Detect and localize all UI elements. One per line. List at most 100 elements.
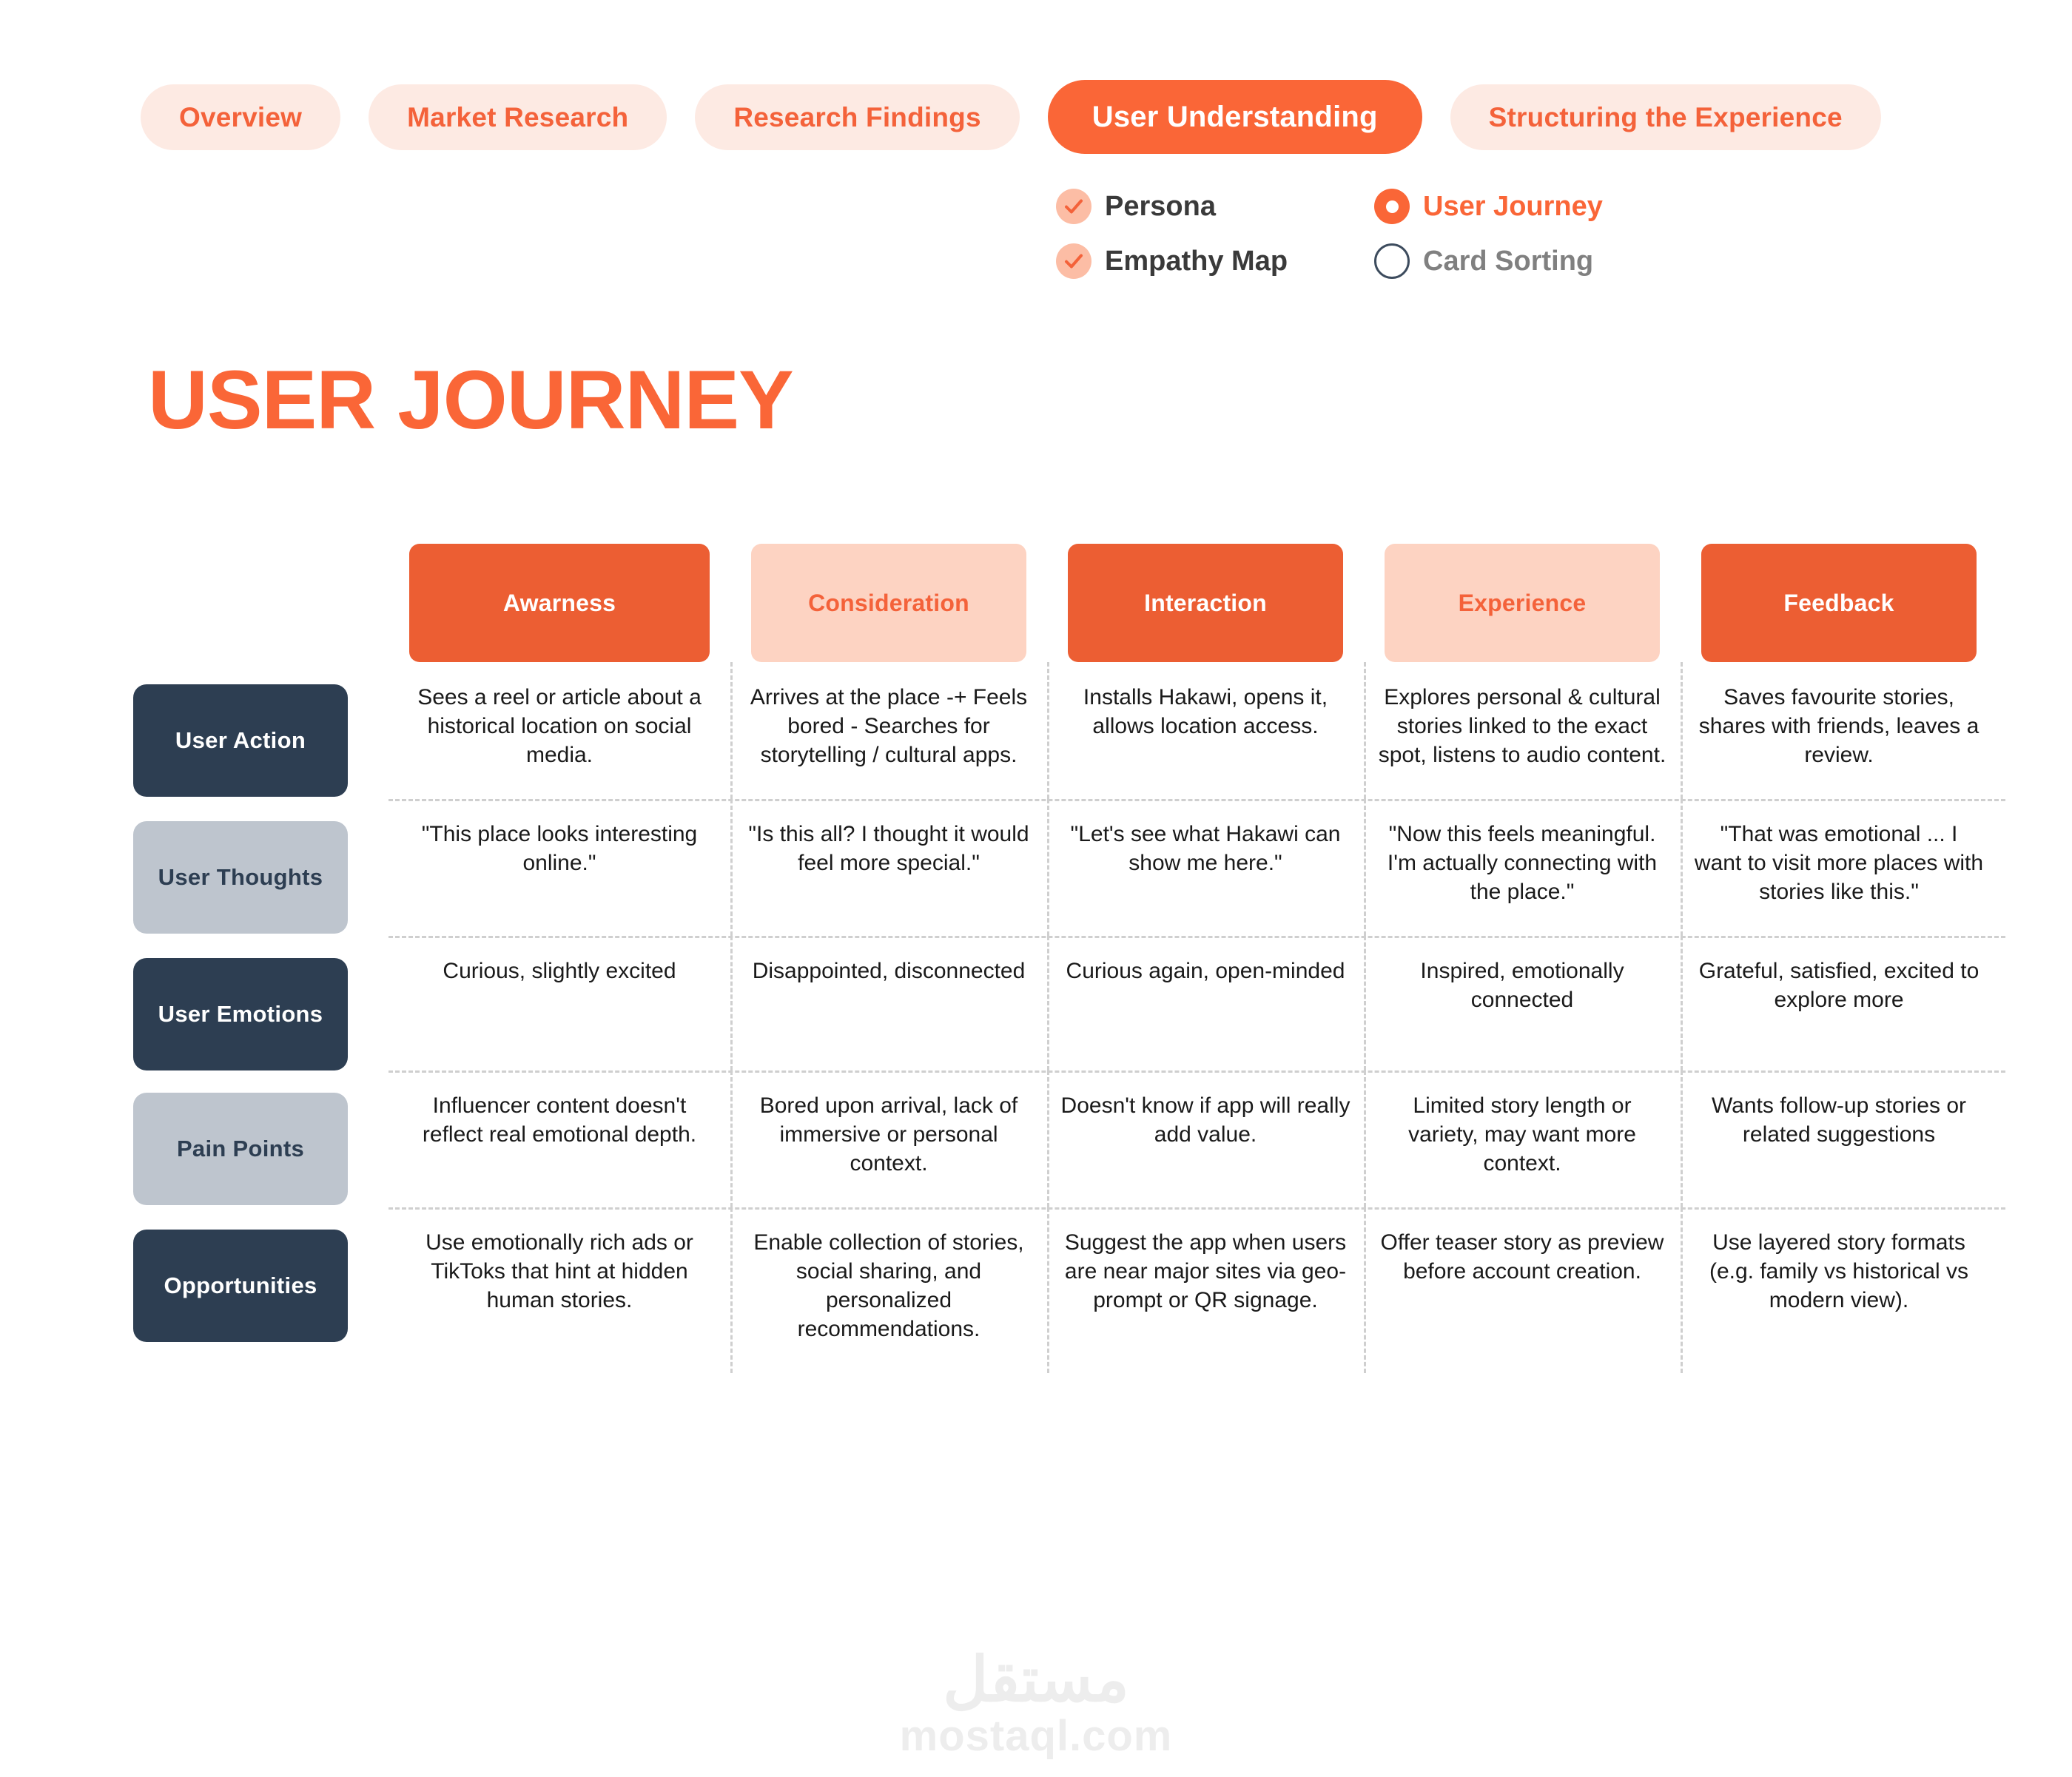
- journey-cell-text: Arrives at the place -+ Feels bored - Se…: [750, 685, 1028, 767]
- row-label-cell: Opportunities: [92, 1207, 388, 1373]
- journey-cell: Grateful, satisfied, excited to explore …: [1681, 936, 1997, 1070]
- sub-item-empathy-map[interactable]: Empathy Map: [1056, 243, 1374, 279]
- journey-cell: Wants follow-up stories or related sugge…: [1681, 1070, 1997, 1207]
- row-label-opportunities[interactable]: Opportunities: [133, 1230, 348, 1342]
- journey-cell: Disappointed, disconnected: [730, 936, 1047, 1070]
- journey-grid: Awarness Consideration Interaction Experien…: [92, 544, 2005, 1373]
- journey-cell: Bored upon arrival, lack of immersive or…: [730, 1070, 1047, 1207]
- row-label-pain-points[interactable]: Pain Points: [133, 1093, 348, 1205]
- journey-cell-text: "Is this all? I thought it would feel mo…: [748, 822, 1029, 875]
- journey-row: Opportunities Use emotionally rich ads or…: [92, 1207, 2005, 1373]
- row-label-user-thoughts[interactable]: User Thoughts: [133, 821, 348, 934]
- journey-cell-text: Sees a reel or article about a historica…: [417, 685, 702, 767]
- row-label-user-action[interactable]: User Action: [133, 684, 348, 797]
- sub-item-user-journey[interactable]: User Journey: [1374, 189, 1603, 224]
- check-circle-icon[interactable]: [1056, 189, 1092, 224]
- check-circle-icon[interactable]: [1056, 243, 1092, 279]
- nav-tab-user-understanding[interactable]: User Understanding: [1047, 80, 1422, 154]
- journey-cell-text: Doesn't know if app will really add valu…: [1060, 1093, 1350, 1147]
- journey-cell: Curious, slightly excited: [388, 936, 730, 1070]
- watermark-arabic: مستقل: [943, 1645, 1129, 1714]
- row-label-cell: Pain Points: [92, 1070, 388, 1207]
- journey-cell-text: Grateful, satisfied, excited to explore …: [1698, 959, 1980, 1012]
- journey-cell: Offer teaser story as preview before acc…: [1364, 1207, 1681, 1373]
- journey-cell-text: Inspired, emotionally connected: [1420, 959, 1624, 1012]
- journey-cell: Use emotionally rich ads or TikToks that…: [388, 1207, 730, 1373]
- column-header-awarness[interactable]: Awarness: [409, 544, 710, 662]
- journey-cell-text: "Let's see what Hakawi can show me here.…: [1070, 822, 1341, 875]
- nav-tab-market-research[interactable]: Market Research: [369, 84, 667, 150]
- journey-cell-text: Curious, slightly excited: [443, 959, 676, 983]
- journey-cell: Use layered story formats (e.g. family v…: [1681, 1207, 1997, 1373]
- journey-cell-text: Use layered story formats (e.g. family v…: [1709, 1230, 1969, 1312]
- journey-cell: "Let's see what Hakawi can show me here.…: [1047, 799, 1364, 936]
- journey-cell: Inspired, emotionally connected: [1364, 936, 1681, 1070]
- journey-cell: Enable collection of stories, social sha…: [730, 1207, 1047, 1373]
- journey-cell: Influencer content doesn't reflect real …: [388, 1070, 730, 1207]
- watermark: مستقل mostaql.com: [0, 1648, 2072, 1762]
- sub-item-card-sorting[interactable]: Card Sorting: [1374, 243, 1603, 279]
- journey-cell: "This place looks interesting online.": [388, 799, 730, 936]
- journey-cell-text: "This place looks interesting online.": [421, 822, 698, 875]
- journey-cell-text: Installs Hakawi, opens it, allows locati…: [1083, 685, 1328, 738]
- journey-cell-text: Enable collection of stories, social sha…: [753, 1230, 1024, 1341]
- nav-tab-research-findings[interactable]: Research Findings: [695, 84, 1020, 150]
- row-divider: [388, 1207, 2005, 1210]
- row-divider: [388, 936, 2005, 938]
- row-label-cell: User Action: [92, 662, 388, 799]
- column-header-interaction[interactable]: Interaction: [1068, 544, 1343, 662]
- journey-cell-text: Use emotionally rich ads or TikToks that…: [426, 1230, 693, 1312]
- sub-item-label: Persona: [1105, 191, 1216, 222]
- journey-cell: Explores personal & cultural stories lin…: [1364, 662, 1681, 799]
- sub-item-label: Empathy Map: [1105, 246, 1288, 277]
- journey-cell: Sees a reel or article about a historica…: [388, 662, 730, 799]
- journey-cell: Installs Hakawi, opens it, allows locati…: [1047, 662, 1364, 799]
- column-header-row: Awarness Consideration Interaction Experien…: [92, 544, 2005, 662]
- journey-cell-text: Wants follow-up stories or related sugge…: [1711, 1093, 1966, 1147]
- journey-cell-text: Offer teaser story as preview before acc…: [1380, 1230, 1664, 1284]
- row-label-cell: User Thoughts: [92, 799, 388, 936]
- column-header-consideration[interactable]: Consideration: [751, 544, 1026, 662]
- watermark-latin: mostaql.com: [899, 1712, 1173, 1760]
- sub-item-label: Card Sorting: [1423, 246, 1594, 277]
- journey-cell: "That was emotional ... I want to visit …: [1681, 799, 1997, 936]
- sub-item-persona[interactable]: Persona: [1056, 189, 1374, 224]
- row-label-user-emotions[interactable]: User Emotions: [133, 958, 348, 1070]
- journey-row: User Thoughts "This place looks interesti…: [92, 799, 2005, 936]
- column-header-experience[interactable]: Experience: [1385, 544, 1660, 662]
- page-title: USER JOURNEY: [148, 354, 794, 446]
- journey-row: User Emotions Curious, slightly excited Di…: [92, 936, 2005, 1070]
- journey-cell-text: "That was emotional ... I want to visit …: [1694, 822, 1984, 904]
- radio-selected-icon[interactable]: [1374, 189, 1410, 224]
- journey-cell: Curious again, open-minded: [1047, 936, 1364, 1070]
- radio-empty-icon[interactable]: [1374, 243, 1410, 279]
- journey-cell-text: Explores personal & cultural stories lin…: [1378, 685, 1666, 767]
- journey-cell-text: "Now this feels meaningful. I'm actually…: [1387, 822, 1658, 904]
- nav-tab-structuring-the-experience[interactable]: Structuring the Experience: [1450, 84, 1881, 150]
- journey-cell-text: Influencer content doesn't reflect real …: [422, 1093, 697, 1147]
- row-divider: [388, 799, 2005, 801]
- journey-cell: "Is this all? I thought it would feel mo…: [730, 799, 1047, 936]
- row-label-cell: User Emotions: [92, 936, 388, 1070]
- journey-row: Pain Points Influencer content doesn't re…: [92, 1070, 2005, 1207]
- nav-tab-overview[interactable]: Overview: [141, 84, 341, 150]
- journey-cell: "Now this feels meaningful. I'm actually…: [1364, 799, 1681, 936]
- sub-item-label: User Journey: [1423, 191, 1603, 222]
- journey-cell-text: Curious again, open-minded: [1066, 959, 1345, 983]
- journey-cell-text: Disappointed, disconnected: [752, 959, 1026, 983]
- row-divider: [388, 1070, 2005, 1073]
- journey-cell: Limited story length or variety, may wan…: [1364, 1070, 1681, 1207]
- column-header-feedback[interactable]: Feedback: [1701, 544, 1977, 662]
- journey-cell-text: Suggest the app when users are near majo…: [1064, 1230, 1347, 1312]
- grid-corner-spacer: [113, 544, 368, 662]
- journey-cell-text: Saves favourite stories, shares with fri…: [1698, 685, 1980, 767]
- journey-cell-text: Limited story length or variety, may wan…: [1408, 1093, 1636, 1176]
- journey-row: User Action Sees a reel or article about …: [92, 662, 2005, 799]
- journey-cell: Saves favourite stories, shares with fri…: [1681, 662, 1997, 799]
- journey-cell: Suggest the app when users are near majo…: [1047, 1207, 1364, 1373]
- journey-cell: Doesn't know if app will really add valu…: [1047, 1070, 1364, 1207]
- journey-cell-text: Bored upon arrival, lack of immersive or…: [759, 1093, 1018, 1176]
- journey-cell: Arrives at the place -+ Feels bored - Se…: [730, 662, 1047, 799]
